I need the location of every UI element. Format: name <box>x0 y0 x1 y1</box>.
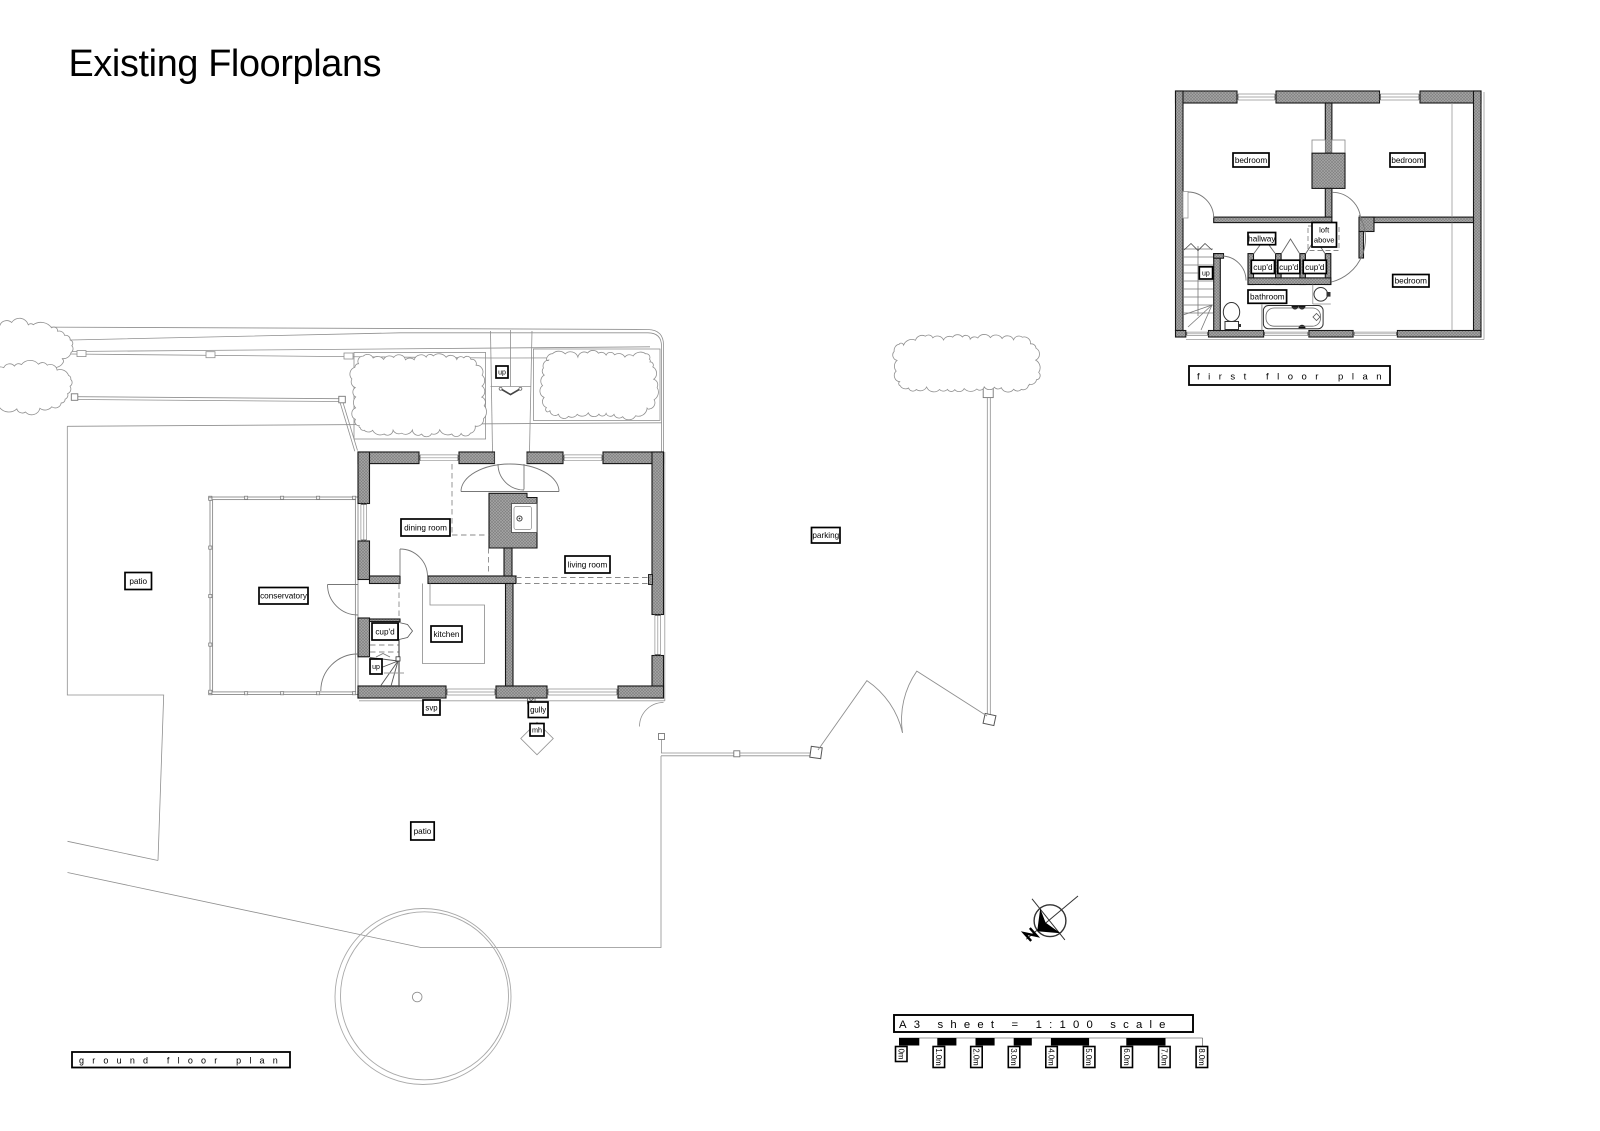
svg-text:6.0m: 6.0m <box>1122 1048 1131 1065</box>
svg-text:parking: parking <box>812 531 839 540</box>
svg-text:7.0m: 7.0m <box>1159 1048 1168 1065</box>
svg-text:3.0m: 3.0m <box>1009 1048 1018 1065</box>
svg-text:mh: mh <box>532 725 542 734</box>
svg-text:5.0m: 5.0m <box>1084 1048 1093 1065</box>
svg-text:first floor plan: first floor plan <box>1197 372 1390 383</box>
svg-text:up: up <box>1202 270 1210 277</box>
svg-text:0m: 0m <box>896 1049 905 1060</box>
svg-text:1.0m: 1.0m <box>934 1048 943 1065</box>
svg-text:bedroom: bedroom <box>1391 156 1423 165</box>
svg-text:bathroom: bathroom <box>1250 293 1285 302</box>
svg-text:gully: gully <box>530 706 546 715</box>
svg-text:dining room: dining room <box>404 524 447 533</box>
svg-text:cup'd: cup'd <box>375 628 395 637</box>
svg-text:up: up <box>372 664 380 671</box>
svg-text:cup'd: cup'd <box>1305 263 1325 272</box>
svg-text:bedroom: bedroom <box>1235 156 1267 165</box>
svg-text:living room: living room <box>568 561 608 570</box>
svg-text:patio: patio <box>414 827 432 836</box>
svg-text:A3 sheet = 1:100 scale: A3 sheet = 1:100 scale <box>899 1019 1173 1031</box>
svg-text:cup'd: cup'd <box>1279 263 1299 272</box>
svg-text:bedroom: bedroom <box>1395 277 1427 286</box>
svg-text:conservatory: conservatory <box>260 592 308 601</box>
svg-text:8.0m: 8.0m <box>1197 1048 1206 1065</box>
svg-text:cup'd: cup'd <box>1253 263 1273 272</box>
svg-text:2.0m: 2.0m <box>972 1048 981 1065</box>
svg-text:Existing Floorplans: Existing Floorplans <box>69 43 382 85</box>
svg-text:svp: svp <box>425 703 438 712</box>
svg-text:patio: patio <box>129 577 147 586</box>
svg-text:up: up <box>498 370 506 377</box>
svg-text:ground floor plan: ground floor plan <box>79 1056 286 1066</box>
svg-text:4.0m: 4.0m <box>1047 1048 1056 1065</box>
svg-text:kitchen: kitchen <box>434 630 460 639</box>
svg-text:above: above <box>1314 236 1335 245</box>
svg-text:loft: loft <box>1319 226 1330 235</box>
svg-text:hallway: hallway <box>1248 235 1276 244</box>
